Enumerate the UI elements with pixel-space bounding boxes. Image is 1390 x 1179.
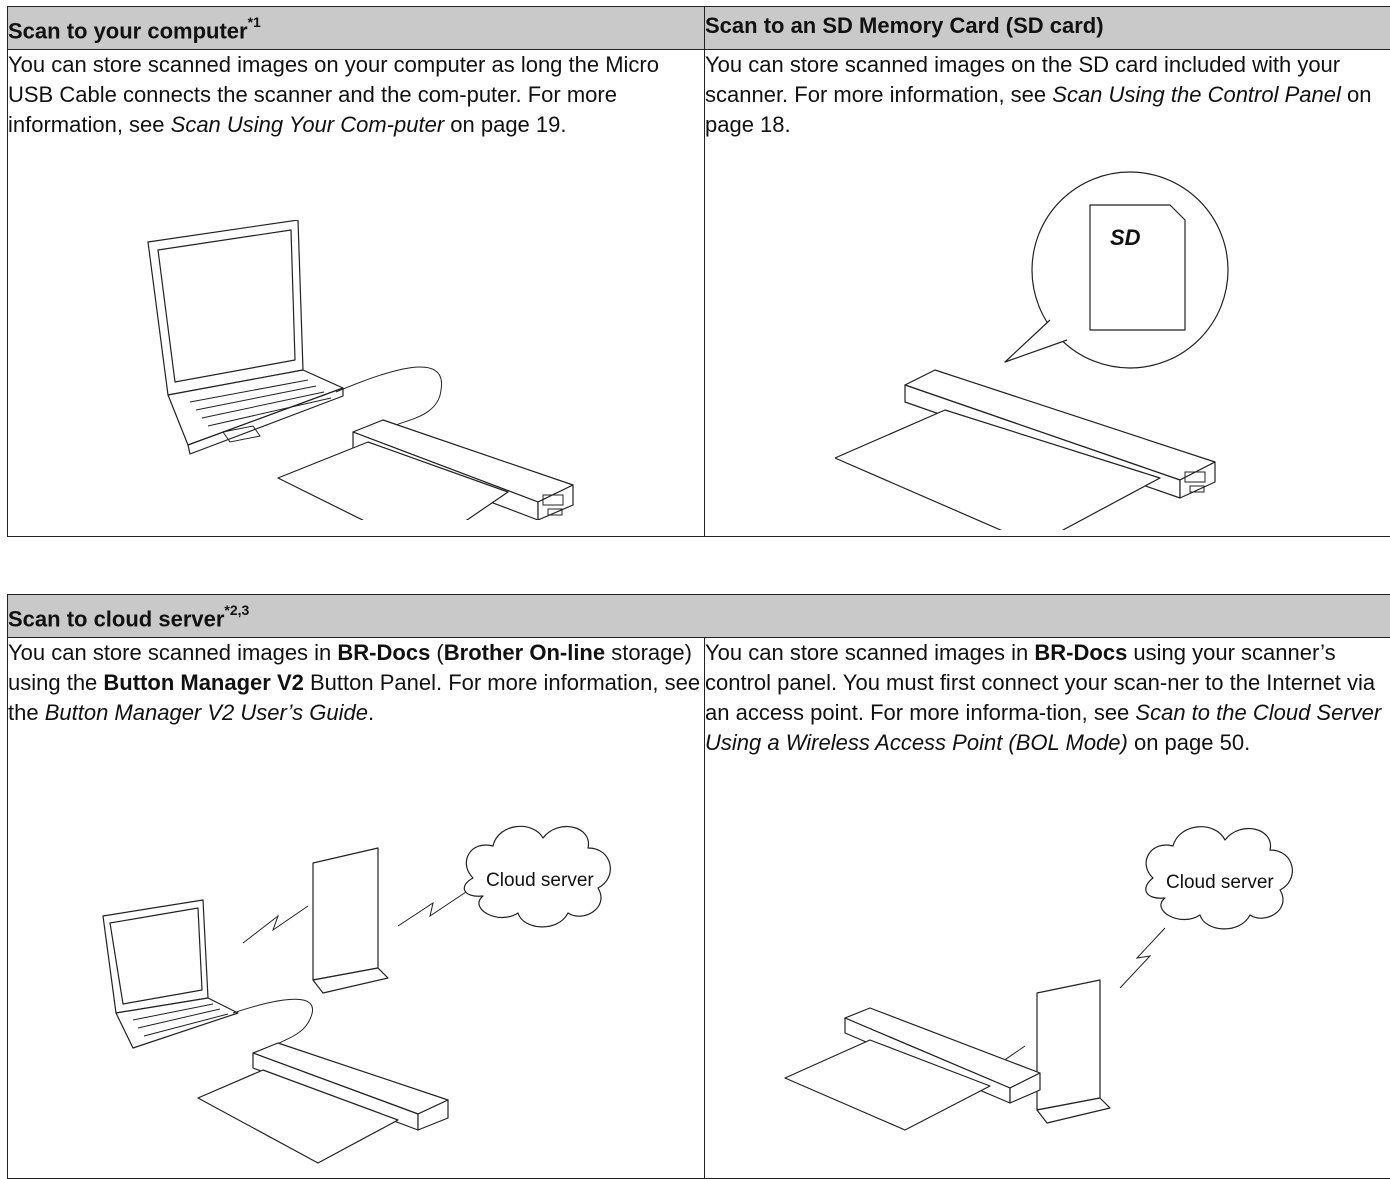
link-scan-using-control-panel[interactable]: Scan Using the Control Panel: [1052, 82, 1341, 107]
heading-text: Scan to cloud server: [8, 606, 224, 631]
table-scan-destinations: Scan to your computer*1 Scan to an SD Me…: [7, 6, 1390, 537]
footnote-ref: *1: [248, 14, 261, 30]
cloud-label: Cloud server: [486, 870, 594, 891]
cloud-laptop-illustration: Cloud server: [78, 808, 698, 1168]
heading-scan-to-sd-card: Scan to an SD Memory Card (SD card): [705, 7, 1390, 50]
cell-scan-to-computer: You can store scanned images on your com…: [8, 50, 705, 537]
description: You can store scanned images on your com…: [8, 50, 704, 140]
cloud-label: Cloud server: [1166, 872, 1274, 893]
footnote-ref: *2,3: [224, 602, 249, 618]
table-cloud-server: Scan to cloud server*2,3 You can store s…: [7, 594, 1390, 1179]
link-button-manager-guide[interactable]: Button Manager V2 User’s Guide: [45, 700, 368, 725]
description: You can store scanned images in BR-Docs …: [705, 638, 1390, 758]
laptop-scanner-illustration: [128, 220, 598, 520]
heading-scan-to-computer: Scan to your computer*1: [8, 7, 705, 50]
heading-scan-to-cloud: Scan to cloud server*2,3: [8, 595, 1390, 638]
cell-cloud-button-manager: You can store scanned images in BR-Docs …: [8, 638, 705, 1179]
sd-logo: SD: [1110, 225, 1141, 250]
cell-scan-to-sd-card: You can store scanned images on the SD c…: [705, 50, 1390, 537]
link-scan-using-computer[interactable]: Scan Using Your Com-puter: [171, 112, 445, 137]
cell-cloud-control-panel: You can store scanned images in BR-Docs …: [705, 638, 1390, 1179]
sd-card-scanner-illustration: SD: [835, 170, 1255, 530]
heading-text: Scan to your computer: [8, 18, 248, 43]
description: You can store scanned images on the SD c…: [705, 50, 1390, 140]
heading-text: Scan to an SD Memory Card (SD card): [705, 13, 1104, 38]
cloud-scanner-illustration: Cloud server: [775, 818, 1390, 1178]
description: You can store scanned images in BR-Docs …: [8, 638, 704, 728]
